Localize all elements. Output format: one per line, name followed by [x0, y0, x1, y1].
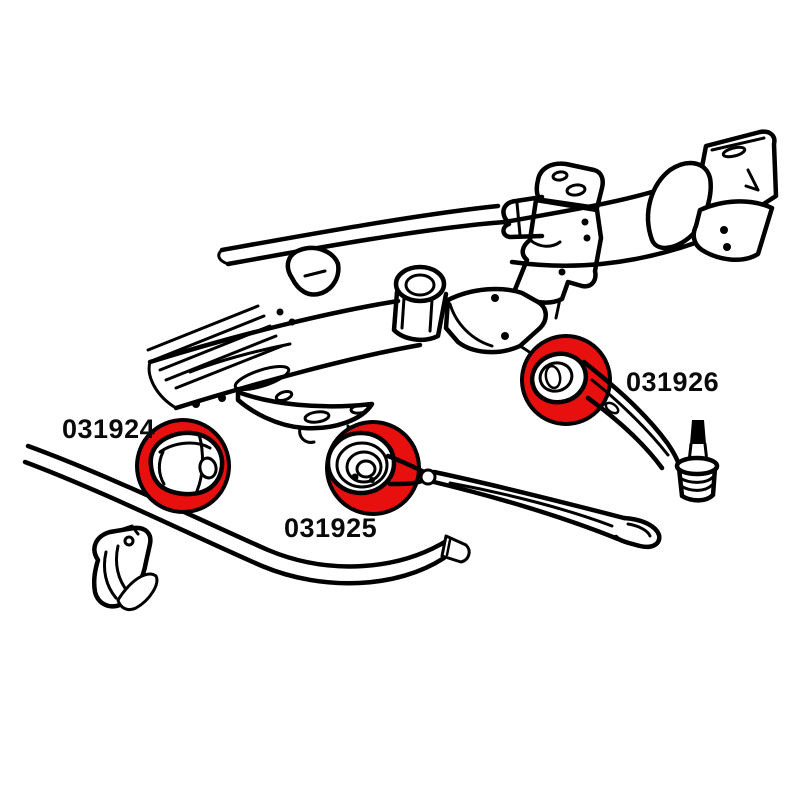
tower-hole: [583, 234, 591, 242]
ball-joint-band: [678, 475, 715, 484]
rail-top-edge: [219, 203, 501, 253]
highlight-031924: [135, 418, 231, 514]
left-beam-bottom-edge: [173, 342, 423, 411]
part-label-031926: 031926: [626, 367, 719, 397]
tower-hole: [581, 218, 589, 226]
rail-end-cap: [217, 248, 230, 266]
part-label-031924: 031924: [62, 414, 155, 444]
arm-dimple: [604, 401, 620, 415]
bushing-ridge: [158, 441, 212, 454]
tower-hole: [558, 268, 566, 276]
bushing-bore: [198, 456, 218, 480]
rail-bracket: [285, 245, 341, 297]
sway-bar-bottom-edge: [22, 459, 447, 586]
ball-joint: [674, 420, 720, 503]
sway-bar-top-edge: [25, 443, 451, 569]
bracket-hole: [491, 294, 499, 302]
hatch-line: [152, 314, 266, 362]
strut-top-edge: [431, 469, 627, 521]
ball-joint-collar: [674, 455, 720, 477]
strut-bottom-edge: [431, 479, 621, 542]
rail-bottom-edge: [225, 219, 508, 267]
right-end-plate-line: [710, 136, 766, 152]
sway-bar-clamp: [91, 524, 159, 612]
rail-bracket-slot: [303, 269, 327, 278]
bushing-ring: [355, 459, 377, 479]
clamp-tab: [118, 524, 140, 536]
part-labels: 031924 031925 031926: [62, 367, 719, 543]
flange-hole: [551, 170, 569, 182]
left-plate-slot: [233, 364, 291, 392]
sway-bar-bushing-art: [148, 430, 225, 497]
ring-socket-line: [400, 296, 434, 333]
ring-mount-inner: [404, 273, 436, 297]
tower-foot-line: [554, 297, 562, 320]
right-end-plate-slot: [721, 145, 747, 159]
hatch-line: [146, 304, 260, 352]
tension-strut-bushing-art: [325, 430, 397, 496]
ball-joint-band: [679, 483, 714, 492]
tower-body: [511, 197, 604, 305]
foot-tab: [298, 426, 316, 444]
bushing-eye-core: [544, 364, 562, 390]
left-plate-hole: [276, 308, 284, 316]
hatch-line: [158, 324, 272, 372]
left-beam-end-cap: [147, 360, 178, 410]
bushing-slit: [157, 450, 166, 486]
bottom-foot-plate: [235, 389, 375, 431]
left-plate-hole: [192, 400, 200, 408]
right-bracket: [691, 199, 775, 263]
control-arm: [581, 359, 681, 471]
ball-joint-body: [676, 465, 718, 503]
control-arm-bushing-art: [529, 351, 589, 405]
tension-strut: [385, 453, 662, 550]
clamp-inner-arc: [102, 550, 118, 600]
tower-notch: [528, 238, 562, 248]
right-bracket-hole: [723, 243, 731, 251]
highlight-031925: [325, 420, 421, 516]
hatch-line: [164, 334, 278, 382]
left-plate-slot: [274, 389, 294, 403]
subframe-crossmember: [146, 129, 779, 444]
foot-slot: [303, 410, 331, 424]
left-plate-hole: [218, 394, 226, 402]
arm-inner-line: [590, 378, 670, 457]
hatch-line: [174, 344, 284, 390]
strut-end-line: [626, 522, 652, 538]
foot-slot: [349, 403, 371, 415]
ball-joint-stud-top: [690, 420, 706, 444]
bushing-void: [351, 473, 359, 481]
arrow-mark: [744, 168, 760, 192]
sway-bar-end-line: [445, 538, 452, 557]
strut-fork-top: [385, 453, 427, 475]
left-plate-line: [188, 342, 292, 374]
strut-end-bracket: [613, 515, 662, 550]
flange-hole: [565, 183, 587, 197]
ring-socket: [391, 289, 449, 343]
strut-bolt: [419, 468, 437, 486]
arm-top-edge: [581, 359, 681, 465]
highlight-031926: [520, 334, 612, 426]
sway-bar-end-cap: [440, 534, 471, 564]
right-bracket-hole: [720, 226, 728, 234]
left-plate-hole: [288, 318, 296, 326]
bracket-horn-line: [448, 302, 494, 348]
left-beam-top-edge: [147, 298, 401, 365]
bushing-void: [369, 477, 375, 483]
arm-bottom-edge: [585, 395, 665, 471]
sway-bar: [22, 443, 471, 586]
bracket-hole: [501, 332, 509, 340]
part-label-031925: 031925: [284, 513, 377, 543]
beam-bottom-edge: [509, 239, 701, 268]
clamp-jaw: [116, 572, 159, 612]
strut-inner-line: [448, 481, 614, 528]
clamp-bolt-hole: [123, 535, 135, 547]
